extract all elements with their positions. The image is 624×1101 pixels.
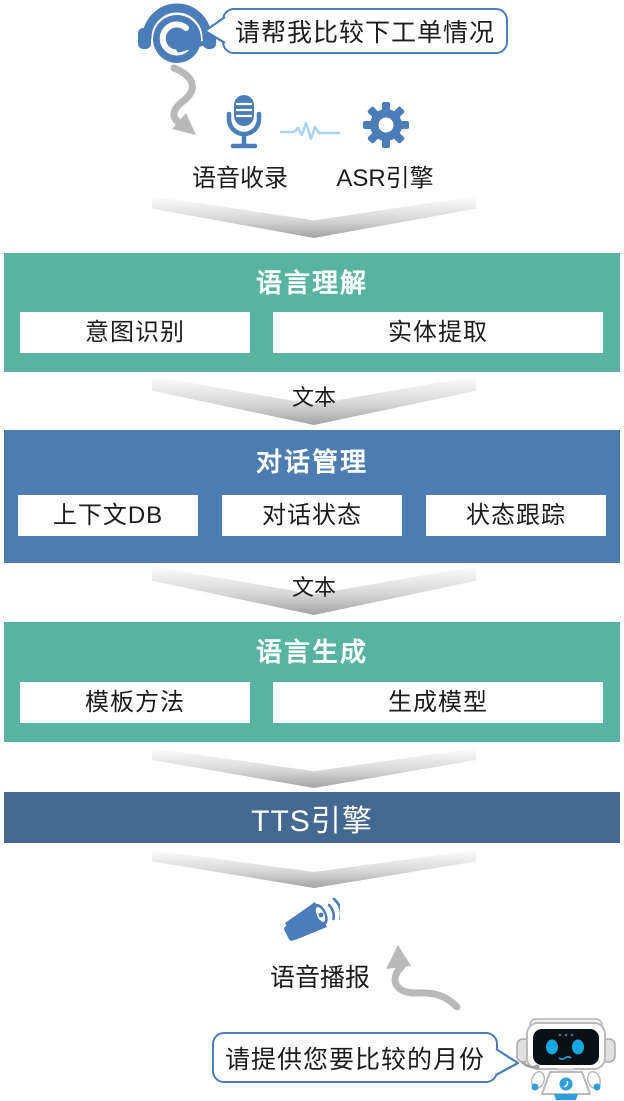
stage-item-intent-recognition: 意图识别 xyxy=(20,312,250,353)
stage-title: 语言生成 xyxy=(255,637,368,667)
stage-item-template-method: 模板方法 xyxy=(20,682,250,723)
stage-title: 语言理解 xyxy=(255,268,368,298)
stage-language-generation: 语言生成 模板方法 生成模型 xyxy=(4,622,620,742)
gear-icon xyxy=(362,98,410,152)
bot-speech-bubble: 请提供您要比较的月份 xyxy=(212,1032,498,1083)
asr-engine-label: ASR引擎 xyxy=(336,165,434,192)
user-speech-bubble: 请帮我比较下工单情况 xyxy=(222,8,508,54)
bot-bubble-tail-icon xyxy=(495,1046,521,1078)
stage-item-dialogue-state: 对话状态 xyxy=(222,495,402,536)
megaphone-icon xyxy=(282,896,340,946)
flow-text-label-2: 文本 xyxy=(291,575,336,600)
stage-item-entity-extraction: 实体提取 xyxy=(273,312,603,353)
stage-item-context-db: 上下文DB xyxy=(18,495,198,536)
stage-dialogue-management: 对话管理 上下文DB 对话状态 状态跟踪 xyxy=(4,430,620,563)
robot-icon xyxy=(508,1014,624,1101)
microphone-icon xyxy=(226,94,262,152)
stage-tts-engine: TTS引擎 xyxy=(4,792,620,843)
user-bubble-tail-icon xyxy=(202,14,226,46)
flow-chevron-5 xyxy=(152,850,476,888)
headset-icon xyxy=(136,2,218,66)
waveform-icon xyxy=(280,120,340,142)
curved-arrow-down-icon xyxy=(152,62,224,140)
stage-title: TTS引擎 xyxy=(251,804,373,838)
stage-item-state-tracking: 状态跟踪 xyxy=(426,495,606,536)
bot-speech-text: 请提供您要比较的月份 xyxy=(224,1045,485,1074)
stage-language-understanding: 语言理解 意图识别 实体提取 xyxy=(4,253,620,372)
user-speech-text: 请帮我比较下工单情况 xyxy=(234,19,495,47)
curved-arrow-up-icon xyxy=(380,944,472,1010)
stage-title: 对话管理 xyxy=(255,447,368,477)
stage-item-generative-model: 生成模型 xyxy=(273,682,603,723)
flow-chevron-1 xyxy=(152,196,476,238)
voice-broadcast-label: 语音播报 xyxy=(269,964,370,992)
flow-text-label-1: 文本 xyxy=(291,385,336,410)
voice-capture-label: 语音收录 xyxy=(192,165,288,192)
flow-chevron-4 xyxy=(152,748,476,788)
